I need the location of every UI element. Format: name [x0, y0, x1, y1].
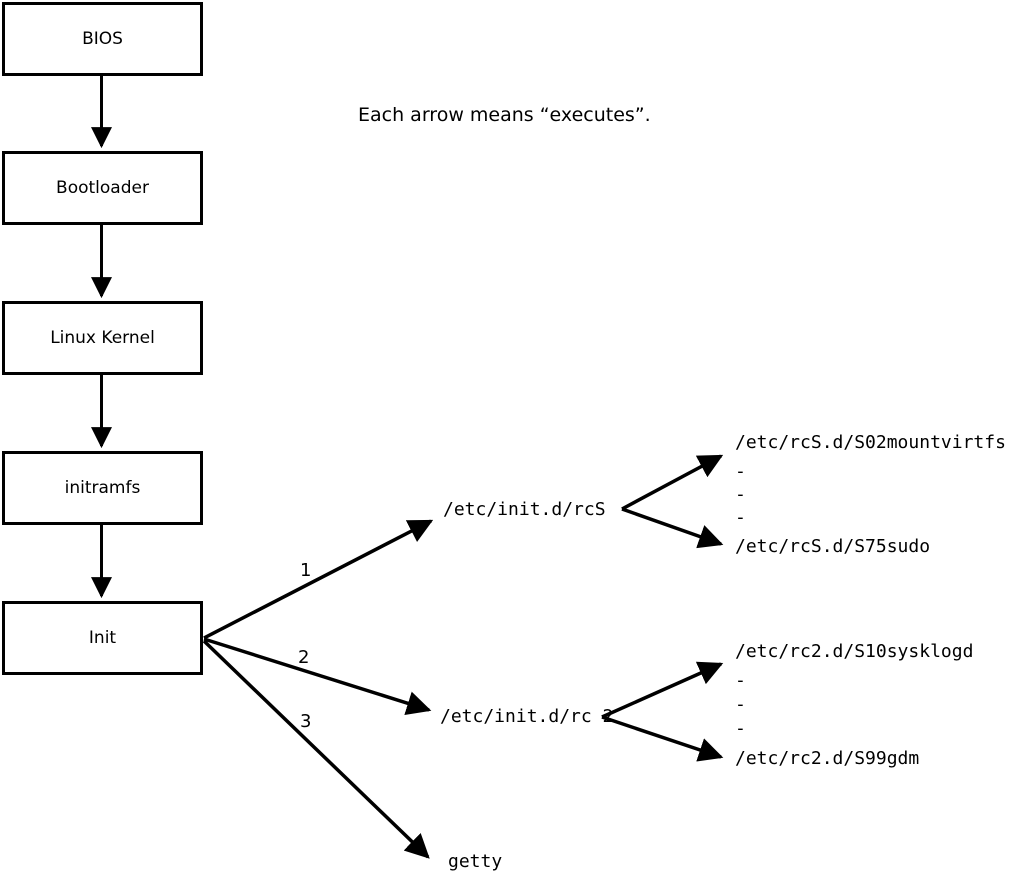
rc2-last-script: /etc/rc2.d/S99gdm	[735, 748, 920, 769]
node-kernel-label: Linux Kernel	[50, 328, 155, 348]
node-kernel: Linux Kernel	[2, 301, 203, 375]
arrow-init-to-getty	[202, 639, 430, 859]
arrow-rcS-to-first-script	[621, 454, 724, 511]
arrow-rcS-to-last-script	[621, 507, 724, 549]
branch-target-rc2: /etc/init.d/rc 2	[440, 706, 614, 727]
node-initramfs: initramfs	[2, 451, 203, 525]
node-bios-label: BIOS	[82, 29, 123, 49]
rc2-ellipsis-dash: -	[735, 670, 746, 691]
node-init: Init	[2, 601, 203, 675]
rcS-first-script: /etc/rcS.d/S02mountvirtfs	[735, 432, 1006, 453]
rc2-ellipsis-dash: -	[735, 694, 746, 715]
arrow-rc2-to-first-script	[601, 661, 724, 719]
branch-1-number: 1	[300, 560, 312, 581]
node-bootloader: Bootloader	[2, 151, 203, 225]
branch-target-rcS: /etc/init.d/rcS	[443, 499, 606, 520]
rcS-last-script: /etc/rcS.d/S75sudo	[735, 536, 931, 557]
rc2-first-script: /etc/rc2.d/S10sysklogd	[735, 641, 974, 662]
diagram-caption: Each arrow means “executes”.	[358, 104, 651, 126]
branch-3-number: 3	[300, 711, 312, 732]
node-init-label: Init	[88, 628, 117, 648]
arrow-init-to-rcS	[203, 519, 434, 640]
arrow-rc2-to-last-script	[601, 715, 724, 762]
rcS-ellipsis-dash: -	[735, 461, 746, 482]
node-bios: BIOS	[2, 2, 203, 76]
rcS-ellipsis-dash: -	[735, 484, 746, 505]
node-initramfs-label: initramfs	[64, 478, 141, 498]
rcS-ellipsis-dash: -	[735, 507, 746, 528]
rc2-ellipsis-dash: -	[735, 718, 746, 739]
arrow-init-to-rc2	[203, 637, 432, 716]
branch-2-number: 2	[298, 647, 310, 668]
branch-target-getty: getty	[448, 851, 503, 872]
node-bootloader-label: Bootloader	[56, 178, 149, 198]
